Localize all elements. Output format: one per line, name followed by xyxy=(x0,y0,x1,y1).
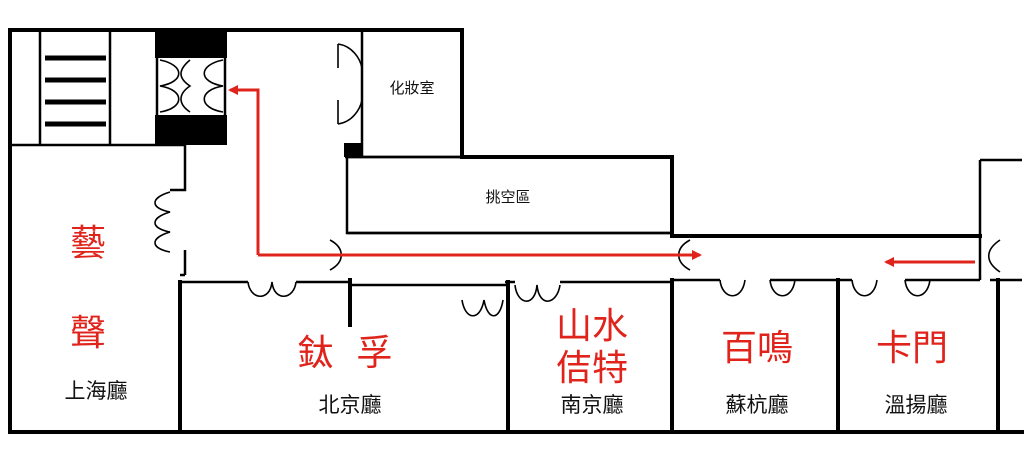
entrance-doors xyxy=(155,30,227,145)
staircase xyxy=(10,30,185,147)
outer-walls xyxy=(8,28,1024,434)
room-top-walls xyxy=(180,236,1022,287)
wenyang-hall-label: 溫揚廳 xyxy=(885,393,948,417)
makeup-room-label: 化妝室 xyxy=(389,79,434,97)
shanghai-brand-line1: 藝 xyxy=(70,223,106,264)
beijing-hall-label: 北京廳 xyxy=(319,393,382,417)
beijing-brand: 鈦 孚 xyxy=(298,333,393,374)
room-doors xyxy=(247,239,1001,317)
atrium xyxy=(345,155,674,235)
room-dividers xyxy=(178,278,1000,434)
shanghai-hall-label: 上海廳 xyxy=(65,379,128,403)
atrium-label: 挑空區 xyxy=(485,188,530,206)
wenyang-brand: 卡門 xyxy=(876,328,948,369)
flow-arrows xyxy=(228,85,975,267)
nanjing-brand-line1: 山水 xyxy=(556,306,628,347)
suhang-hall-label: 蘇杭廳 xyxy=(726,393,789,417)
corridor-walls xyxy=(154,145,187,277)
nanjing-hall-label: 南京廳 xyxy=(561,393,624,417)
shanghai-brand-line2: 聲 xyxy=(70,313,106,354)
nanjing-brand-line2: 佶特 xyxy=(556,348,628,389)
suhang-brand: 百鳴 xyxy=(721,328,793,369)
